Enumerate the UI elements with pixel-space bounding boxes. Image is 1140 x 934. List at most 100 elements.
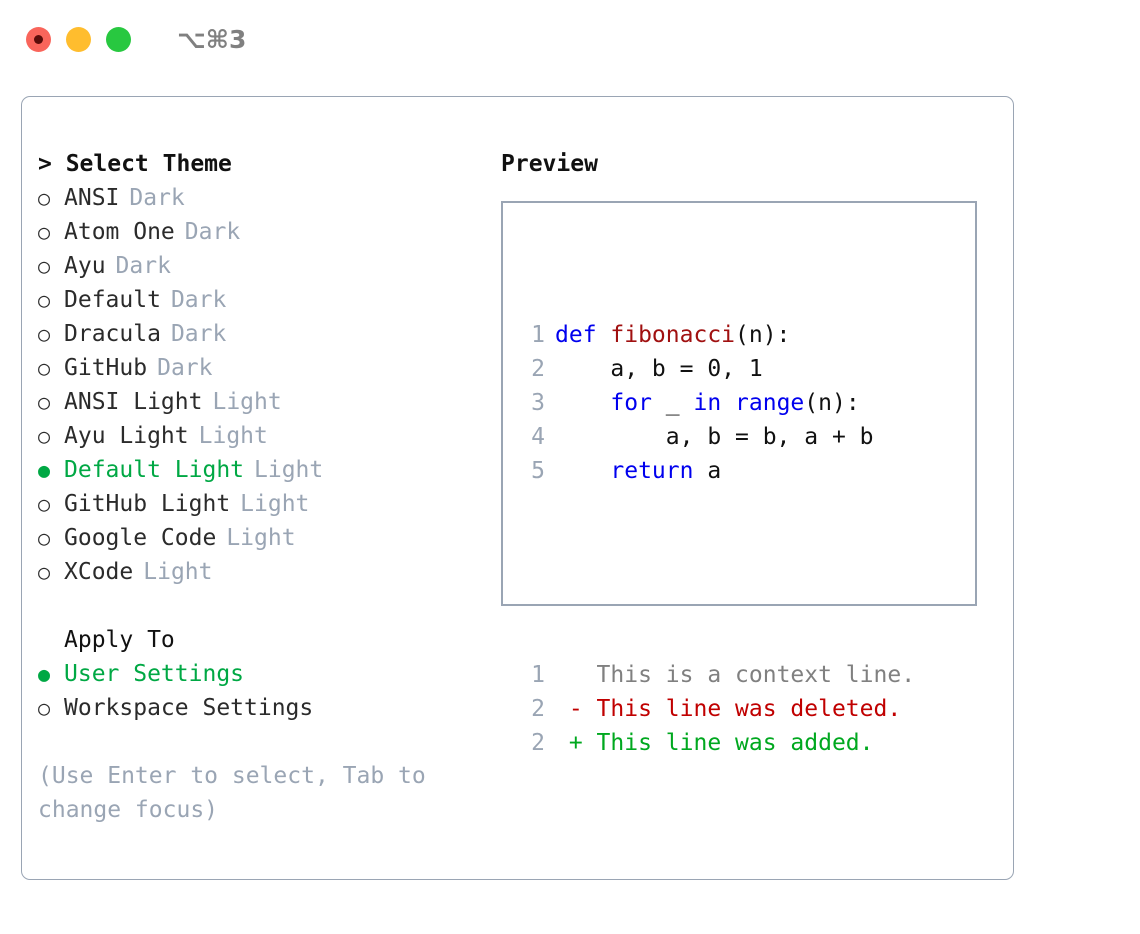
radio-unselected-icon: ○: [38, 492, 51, 516]
option-label: ANSI Light: [64, 389, 203, 415]
radio-unselected-icon: ○: [38, 560, 51, 584]
line-number: 2: [531, 730, 545, 756]
diff-sign: [555, 658, 583, 692]
option-label: Atom One: [64, 219, 175, 245]
line-number: 1: [531, 322, 545, 348]
radio-selected-icon: ●: [38, 662, 51, 686]
radio-selected-icon: ●: [38, 458, 51, 482]
code-token: a, b = b, a + b: [555, 424, 874, 450]
window-titlebar: ⌥⌘3: [0, 0, 1140, 78]
line-number: 5: [531, 458, 545, 484]
theme-option-11[interactable]: ○ XCode Light: [38, 555, 488, 589]
diff-sample: 1 This is a context line.2 - This line w…: [519, 658, 915, 760]
radio-unselected-icon: ○: [38, 254, 51, 278]
apply-option-1[interactable]: ○ Workspace Settings: [38, 691, 488, 725]
theme-option-2[interactable]: ○ Ayu Dark: [38, 249, 488, 283]
option-label: GitHub: [64, 355, 148, 381]
option-badge: Light: [198, 423, 268, 449]
diff-sign: +: [555, 730, 583, 756]
diff-line: 1 This is a context line.: [519, 658, 915, 692]
radio-unselected-icon: ○: [38, 356, 51, 380]
option-label: Dracula: [64, 321, 161, 347]
line-number: 2: [531, 356, 545, 382]
option-label: Ayu: [64, 253, 106, 279]
option-badge: Light: [226, 525, 296, 551]
theme-option-9[interactable]: ○ GitHub Light Light: [38, 487, 488, 521]
option-label: Ayu Light: [64, 423, 189, 449]
code-token: return: [610, 458, 694, 484]
option-badge: Dark: [115, 253, 171, 279]
option-label: Workspace Settings: [64, 695, 314, 721]
close-button-icon[interactable]: [26, 26, 51, 52]
code-token: in: [693, 390, 722, 416]
diff-text: This is a context line.: [582, 662, 916, 688]
diff-gap: [519, 556, 915, 590]
option-badge: Dark: [170, 287, 227, 313]
theme-option-7[interactable]: ○ Ayu Light Light: [38, 419, 488, 453]
minimize-button-icon[interactable]: [66, 26, 91, 52]
code-token: [555, 386, 610, 420]
option-badge: Light: [254, 457, 324, 483]
radio-unselected-icon: ○: [38, 322, 51, 346]
keyboard-hint: (Use Enter to select, Tab to change focu…: [38, 763, 440, 823]
theme-option-4[interactable]: ○ Dracula Dark: [38, 317, 488, 351]
option-badge: Light: [240, 491, 310, 517]
theme-option-8[interactable]: ● Default Light Light: [38, 453, 488, 487]
code-line: 3 for _ in range(n):: [519, 386, 915, 420]
line-number: 3: [531, 390, 545, 416]
diff-text: This line was deleted.: [582, 696, 902, 722]
theme-option-5[interactable]: ○ GitHub Dark: [38, 351, 488, 385]
apply-option-0[interactable]: ● User Settings: [38, 657, 488, 691]
line-number: 2: [531, 696, 545, 722]
select-theme-heading: > Select Theme: [38, 151, 232, 177]
option-badge: Dark: [170, 321, 227, 347]
option-label: Default: [64, 287, 161, 313]
code-line: 5 return a: [519, 454, 915, 488]
theme-option-10[interactable]: ○ Google Code Light: [38, 521, 488, 555]
option-label: Google Code: [64, 525, 217, 551]
option-badge: Light: [143, 559, 213, 585]
code-token: (n):: [804, 390, 860, 416]
radio-unselected-icon: ○: [38, 390, 51, 414]
code-token: a, b = 0, 1: [555, 356, 763, 382]
code-token: range: [735, 390, 805, 416]
option-label: Default Light: [64, 457, 245, 483]
radio-unselected-icon: ○: [38, 526, 51, 550]
apply-to-list: ● User Settings ○ Workspace Settings: [38, 657, 488, 725]
radio-unselected-icon: ○: [38, 424, 51, 448]
diff-sign: -: [555, 696, 583, 722]
code-token: (n):: [735, 322, 791, 348]
diff-line: 2 - This line was deleted.: [519, 692, 915, 726]
code-token: for: [610, 390, 652, 416]
radio-unselected-icon: ○: [38, 696, 51, 720]
option-label: GitHub Light: [64, 491, 231, 517]
radio-unselected-icon: ○: [38, 288, 51, 312]
traffic-lights: [26, 26, 131, 52]
code-token: a: [693, 458, 722, 484]
line-number: 1: [531, 662, 545, 688]
option-label: XCode: [64, 559, 134, 585]
diff-text: This line was added.: [582, 730, 874, 756]
theme-option-3[interactable]: ○ Default Dark: [38, 283, 488, 317]
option-label: User Settings: [64, 661, 245, 687]
line-number: 4: [531, 424, 545, 450]
maximize-button-icon[interactable]: [106, 26, 131, 52]
theme-option-6[interactable]: ○ ANSI Light Light: [38, 385, 488, 419]
list-spacer: [38, 589, 488, 623]
option-badge: Dark: [157, 355, 213, 381]
code-token: [721, 386, 735, 420]
code-token: fibonacci: [610, 322, 736, 348]
radio-unselected-icon: ○: [38, 186, 51, 210]
option-badge: Light: [212, 389, 282, 415]
